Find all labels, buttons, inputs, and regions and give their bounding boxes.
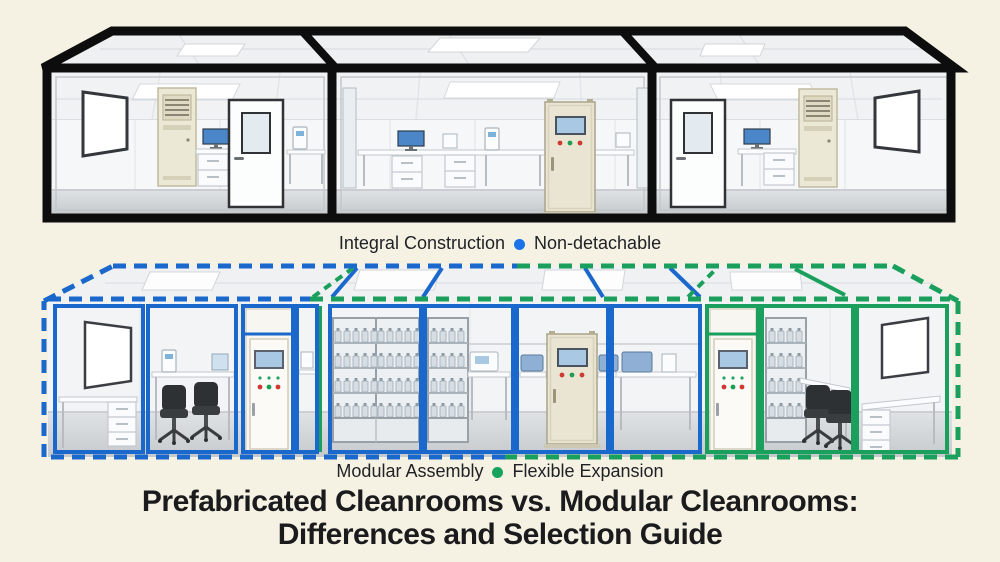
workbench xyxy=(467,371,511,378)
bench-device-icon xyxy=(211,353,229,371)
bench-device-icon xyxy=(484,127,500,151)
wall-window xyxy=(873,89,921,154)
bench-device-icon xyxy=(292,126,308,150)
roof-light-panel xyxy=(353,269,441,291)
floor xyxy=(52,191,946,215)
blue-module-frame xyxy=(241,304,295,454)
bench-device-icon xyxy=(442,133,458,149)
side-bench xyxy=(286,149,326,155)
ceiling-light-panel xyxy=(443,81,561,99)
green-bullet-dot xyxy=(492,466,504,478)
control-door-icon xyxy=(245,308,293,452)
cleanroom-door-icon xyxy=(669,98,727,209)
drawer-unit-icon xyxy=(861,409,891,455)
roof-light-panel xyxy=(541,269,626,291)
bench-device-icon xyxy=(300,351,314,369)
desk xyxy=(151,371,235,378)
drawer-unit-icon xyxy=(444,154,476,188)
blue-module-frame xyxy=(328,304,423,454)
integral-roof xyxy=(43,31,955,68)
control-door-icon xyxy=(709,308,757,452)
storage-rack-icon xyxy=(428,318,468,442)
workbench xyxy=(519,371,547,378)
roof-light-panel xyxy=(729,271,803,291)
modular-module-contents xyxy=(58,308,941,455)
side-bench xyxy=(298,369,317,375)
drawer-unit-icon xyxy=(107,401,137,447)
roof-light-panel xyxy=(426,37,542,53)
glass-pane xyxy=(342,87,357,189)
blue-module-frame xyxy=(53,304,145,454)
roof-light-panel xyxy=(699,43,766,57)
blue-module-frame xyxy=(423,304,515,454)
desk xyxy=(58,396,138,403)
analyzer-screen xyxy=(475,356,489,364)
workbench xyxy=(615,371,697,378)
cleanroom-door-icon xyxy=(227,98,285,209)
wall-window xyxy=(81,90,129,158)
wall-window xyxy=(83,320,133,390)
integral-right-room xyxy=(669,88,921,209)
bench-device-icon xyxy=(615,132,631,148)
blue-module-frame xyxy=(295,304,319,454)
glass-pane xyxy=(636,87,650,189)
blue-bullet-dot xyxy=(514,238,525,250)
blue-module-frame xyxy=(146,304,238,454)
green-module-frame xyxy=(760,304,855,454)
bench-device-icon xyxy=(661,353,677,373)
roof-light-panel xyxy=(141,271,221,291)
integral-cleanroom-illustration xyxy=(40,26,969,223)
page-title: Prefabricated Cleanrooms vs. Modular Cle… xyxy=(0,485,1000,551)
modular-dashed-outline xyxy=(41,263,961,460)
modular-roof xyxy=(44,266,958,300)
modular-caption-label: Modular Assembly xyxy=(336,461,484,481)
green-module-frame xyxy=(855,304,949,454)
blue-module-frame xyxy=(515,304,610,454)
wall-window xyxy=(880,316,930,380)
modular-caption: Modular Assembly Flexible Expansion xyxy=(0,461,1000,482)
page-title-line2: Differences and Selection Guide xyxy=(277,518,723,551)
blue-module-frame xyxy=(610,304,702,454)
integral-caption-tag: Non-detachable xyxy=(534,233,662,253)
roof-light-panel xyxy=(176,43,246,57)
integral-caption: Integral Construction Non-detachable xyxy=(0,233,1000,254)
control-cabinet-icon xyxy=(541,98,599,217)
integral-caption-label: Integral Construction xyxy=(338,233,505,253)
modular-room-interior xyxy=(48,301,952,457)
drawer-unit-icon xyxy=(197,153,229,187)
hvac-unit-icon xyxy=(157,87,197,187)
modular-cleanroom-illustration xyxy=(41,263,961,460)
modular-module-frames xyxy=(53,304,949,454)
bench-device-icon xyxy=(520,354,544,372)
roof-module-seams xyxy=(311,266,846,299)
desk xyxy=(861,395,941,411)
modular-caption-tag: Flexible Expansion xyxy=(512,461,664,481)
control-cabinet-icon xyxy=(543,330,601,449)
hvac-unit-icon xyxy=(798,88,838,188)
page-title-line1: Prefabricated Cleanrooms vs. Modular Cle… xyxy=(141,485,859,518)
drawer-unit-icon xyxy=(763,152,795,186)
bench-device-icon xyxy=(621,351,653,373)
drawer-unit-icon xyxy=(391,155,423,189)
storage-rack-icon xyxy=(333,318,420,442)
integral-left-room xyxy=(81,87,326,209)
green-module-frame xyxy=(705,304,760,454)
bench-device-icon xyxy=(161,349,177,373)
integral-black-outline xyxy=(40,26,969,223)
integral-middle-room xyxy=(342,87,650,217)
